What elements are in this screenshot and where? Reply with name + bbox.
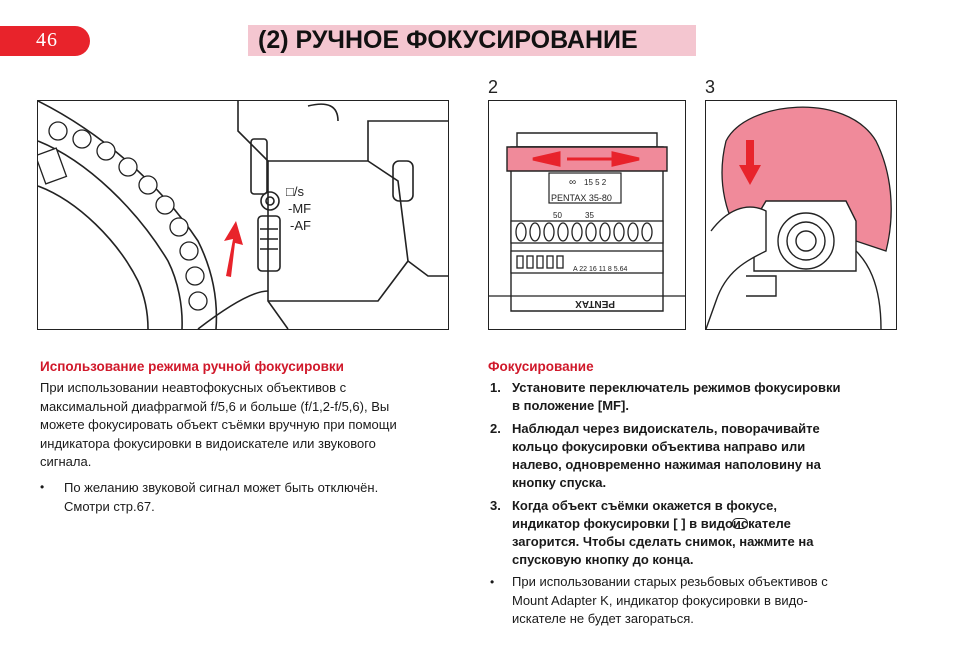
step-number: 2. <box>490 421 501 436</box>
left-note-line: Смотри стр.67. <box>64 498 155 514</box>
figure-2-number: 2 <box>488 77 499 97</box>
page-number: 46 <box>36 29 58 51</box>
left-paragraph-line: можете фокусировать объект съёмки вручну… <box>40 417 397 432</box>
step-line: кольцо фокусировки объектива направо или <box>512 439 806 454</box>
body-brand: PENTAX <box>575 298 615 309</box>
figure-photographer <box>705 100 897 330</box>
step-3: 3. Когда объект съёмки окажется в фокусе… <box>490 497 904 569</box>
right-note: При использовании старых резьбовых объек… <box>512 573 907 629</box>
left-note-bullet: • <box>40 480 45 494</box>
step-text: Установите переключатель режимов фокусир… <box>512 379 904 415</box>
step-line: кнопку спуска. <box>512 475 607 490</box>
left-paragraph-line: индикатора фокусировки в видоискателе ил… <box>40 435 376 451</box>
lens-focal-mark-50: 50 <box>553 211 562 220</box>
page-title: (2) РУЧНОЕ ФОКУСИРОВАНИЕ <box>258 26 638 54</box>
left-paragraph-line: максимальной диафрагмой f/5,6 и больше (… <box>40 398 390 414</box>
switch-label-mf: -MF <box>288 201 311 216</box>
lens-focal-mark-35: 35 <box>585 211 594 220</box>
step-line: индикатор фокусировки [ ] в видоискателе <box>512 516 791 531</box>
right-note-line: искателе не будет загораться. <box>512 611 694 626</box>
step-number: 3. <box>490 498 501 513</box>
step-line: Наблюдал через видоискатель, поворачивай… <box>512 421 820 436</box>
step-line: Установите переключатель режимов фокусир… <box>512 380 841 395</box>
step-line: загорится. Чтобы сделать снимок, нажмите… <box>512 534 814 549</box>
step-line: налево, одновременно нажимая наполовину … <box>512 457 821 472</box>
left-note: По желанию звуковой сигнал может быть от… <box>64 479 459 516</box>
arrow-right-icon <box>585 151 640 167</box>
right-heading: Фокусирование <box>488 359 594 374</box>
step-text: Наблюдал через видоискатель, поворачивай… <box>512 420 904 492</box>
camera-side-illustration: □/s -MF -AF <box>38 101 448 329</box>
step-line: в положение [MF]. <box>512 398 629 413</box>
arrow-up-icon <box>224 221 243 277</box>
step-text: Когда объект съёмки окажется в фокусе, и… <box>512 497 904 569</box>
left-heading: Использование режима ручной фокусировки <box>40 359 344 374</box>
left-paragraph-line: При использовании неавтофокусных объекти… <box>40 380 347 395</box>
photographer-illustration <box>706 106 892 329</box>
right-note-line: При использовании старых резьбовых объек… <box>512 574 828 589</box>
step-number: 1. <box>490 380 501 395</box>
right-note-bullet: • <box>490 575 495 589</box>
lens-scale-infinity: ∞ <box>569 177 576 188</box>
left-note-line: По желанию звуковой сигнал может быть от… <box>64 480 379 495</box>
right-note-line: Mount Adapter K, индикатор фокусировки в… <box>512 592 808 608</box>
title-banner: (2) РУЧНОЕ ФОКУСИРОВАНИЕ <box>248 25 696 56</box>
lens-aperture-scale: A 22 16 11 8 5.64 <box>573 266 627 273</box>
figure-lens-focus-ring: ∞ 15 5 2 PENTAX 35-80 50 35 A 22 16 11 8… <box>488 100 686 330</box>
left-paragraph-line: сигнала. <box>40 454 92 469</box>
figure-camera-side: □/s -MF -AF <box>37 100 449 330</box>
page-number-tab: 46 <box>0 26 90 56</box>
arrow-down-icon <box>739 140 761 185</box>
step-line: Когда объект съёмки окажется в фокусе, <box>512 498 778 513</box>
switch-label-single: □/s <box>286 184 304 199</box>
switch-label-af: -AF <box>290 218 311 233</box>
left-paragraph: При использовании неавтофокусных объекти… <box>40 379 455 472</box>
lens-scale-values: 15 5 2 <box>584 178 607 187</box>
step-1: 1. Установите переключатель режимов фоку… <box>490 379 904 415</box>
step-2: 2. Наблюдал через видоискатель, поворачи… <box>490 420 904 492</box>
lens-brand: PENTAX 35-80 <box>551 193 612 203</box>
focus-indicator-icon <box>732 518 748 529</box>
figure-3-number: 3 <box>705 77 716 97</box>
lens-illustration: ∞ 15 5 2 PENTAX 35-80 50 35 A 22 16 11 8… <box>489 132 685 312</box>
step-line: спусковую кнопку до конца. <box>512 552 694 567</box>
